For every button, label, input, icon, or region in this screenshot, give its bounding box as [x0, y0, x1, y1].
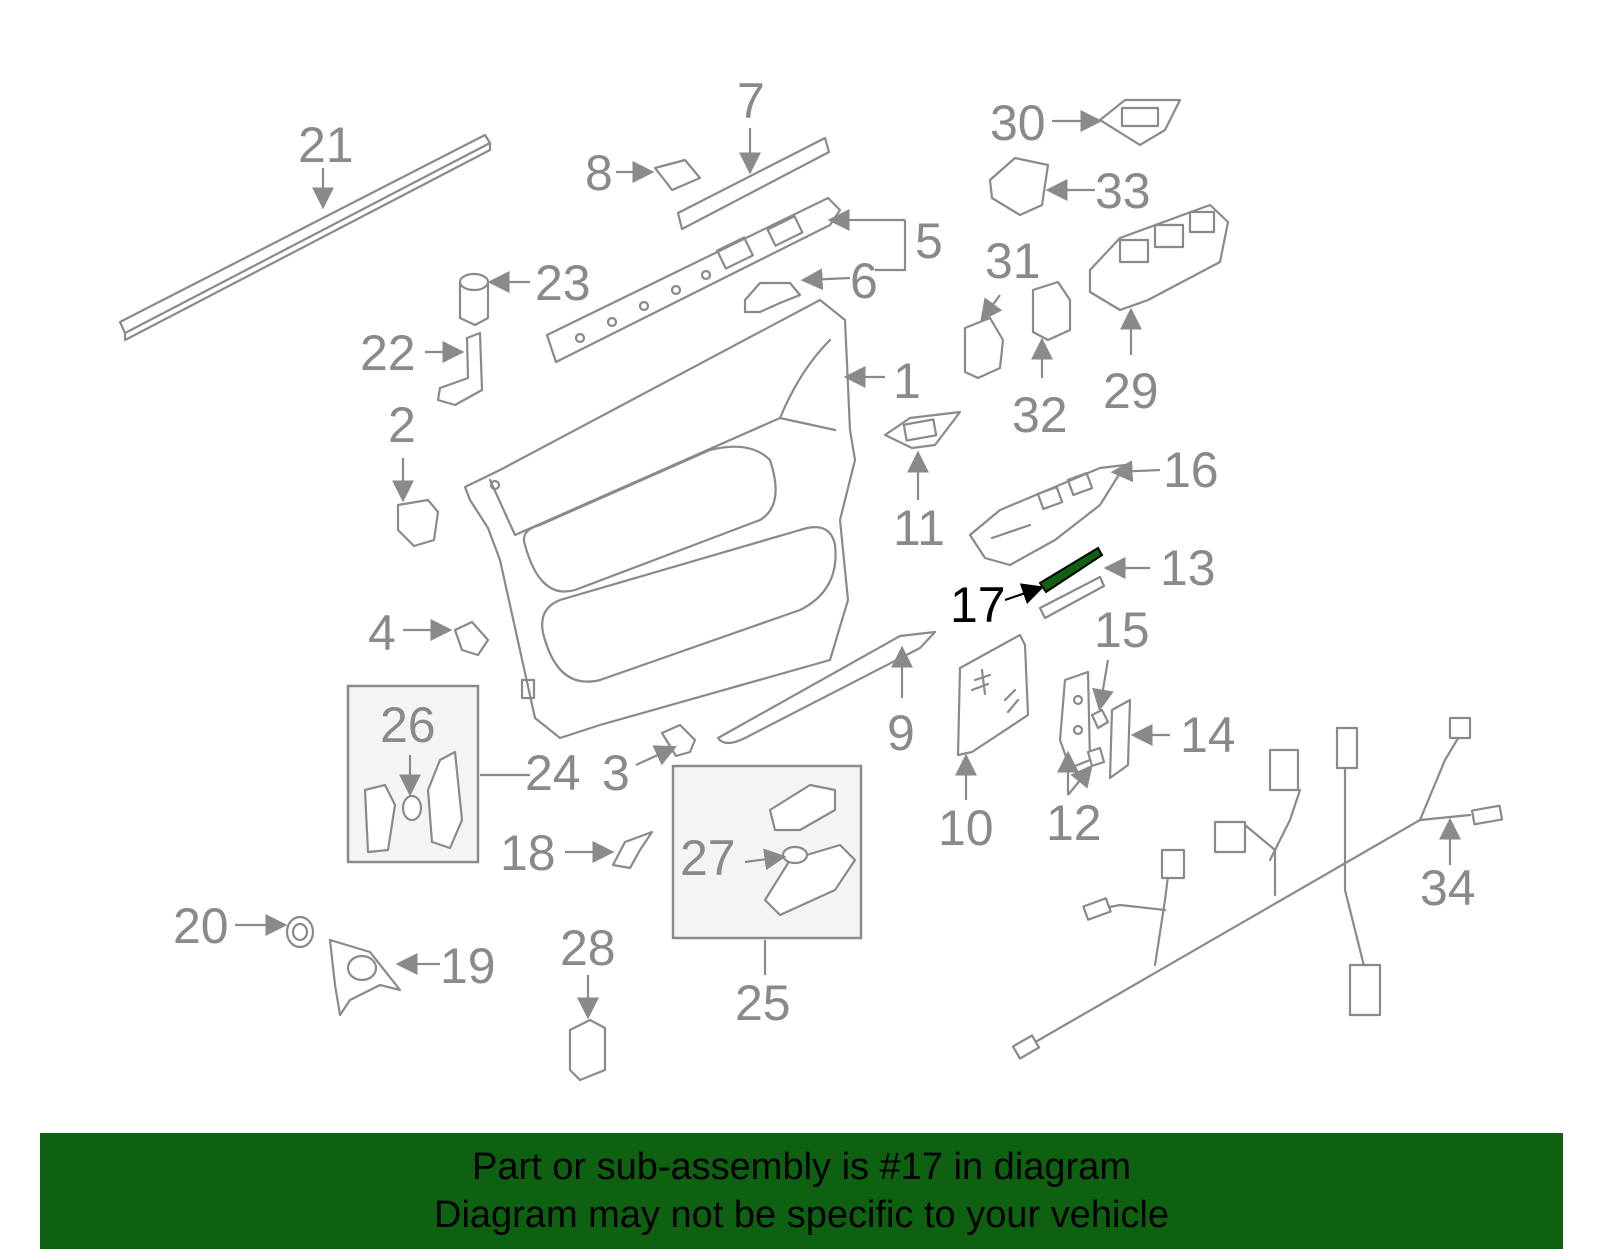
- part-33-switch: [988, 156, 1095, 217]
- part-1-door-trim-panel: [463, 298, 885, 740]
- part-24-box: [346, 684, 530, 864]
- label-19: 19: [440, 938, 496, 994]
- label-18: 18: [500, 825, 556, 881]
- part-25-box: [671, 764, 863, 975]
- part-31-connector: [963, 294, 1005, 380]
- footer-line-1: Part or sub-assembly is #17 in diagram: [472, 1146, 1131, 1188]
- footer-line-2: Diagram may not be specific to your vehi…: [434, 1194, 1169, 1236]
- label-15: 15: [1094, 602, 1150, 658]
- label-2: 2: [388, 397, 416, 453]
- part-5-armrest-trim: [545, 196, 907, 364]
- label-31: 31: [985, 233, 1041, 289]
- label-33: 33: [1095, 163, 1151, 219]
- label-27: 27: [680, 830, 736, 886]
- label-24: 24: [525, 745, 581, 801]
- label-13: 13: [1160, 540, 1216, 596]
- part-10-speaker-grille: [955, 633, 1030, 800]
- label-6: 6: [850, 253, 878, 309]
- label-8: 8: [585, 145, 613, 201]
- label-17: 17: [950, 577, 1006, 633]
- part-30-switch-cap: [1052, 98, 1182, 147]
- label-7: 7: [737, 73, 765, 129]
- label-4: 4: [368, 605, 396, 661]
- label-9: 9: [887, 705, 915, 761]
- part-7-trim-strip: [676, 128, 831, 231]
- label-21: 21: [298, 117, 354, 173]
- label-5: 5: [915, 213, 943, 269]
- label-34: 34: [1420, 860, 1476, 916]
- part-9-pull-handle: [716, 630, 937, 745]
- part-14-strip: [1108, 698, 1170, 780]
- label-12: 12: [1046, 795, 1102, 851]
- part-13-bar: [1038, 557, 1150, 620]
- footer-banner: Part or sub-assembly is #17 in diagram D…: [40, 1133, 1563, 1249]
- label-16: 16: [1163, 442, 1219, 498]
- label-11: 11: [893, 500, 945, 556]
- part-16-switch-housing: [968, 460, 1161, 567]
- part-4-plug: [403, 619, 490, 657]
- label-10: 10: [938, 800, 994, 856]
- label-30: 30: [990, 95, 1046, 151]
- part-11-switch: [883, 410, 962, 500]
- part-22-bracket: [425, 331, 484, 407]
- label-20: 20: [173, 898, 229, 954]
- part-8-bracket: [616, 158, 702, 192]
- label-14: 14: [1180, 707, 1236, 763]
- label-28: 28: [560, 920, 616, 976]
- part-32-connector: [1031, 280, 1072, 378]
- label-32: 32: [1012, 387, 1068, 443]
- part-23-bushing: [458, 271, 530, 327]
- label-1: 1: [893, 353, 921, 409]
- part-17-highlighted: [1004, 546, 1104, 605]
- part-18-trim: [565, 830, 654, 870]
- label-22: 22: [360, 325, 416, 381]
- part-21-belt-molding: [118, 133, 492, 342]
- part-2-clip: [392, 458, 440, 548]
- label-25: 25: [735, 975, 791, 1031]
- label-29: 29: [1103, 363, 1159, 419]
- part-19-cover: [328, 938, 440, 1017]
- label-23: 23: [535, 255, 591, 311]
- part-34-wiring-harness: [1011, 716, 1504, 1060]
- part-28-clip: [568, 975, 607, 1082]
- part-15-screw: [1090, 659, 1114, 730]
- part-6-clip: [743, 268, 851, 314]
- part-20-plug: [235, 914, 315, 949]
- parts-diagram: 21 7 8 5 6 23 22 1 2 4 26 24 3 18 27 25 …: [118, 73, 1504, 1082]
- part-12-bracket: [1057, 670, 1106, 796]
- label-3: 3: [602, 745, 630, 801]
- part-3-screw: [635, 723, 697, 766]
- label-26: 26: [380, 697, 436, 753]
- part-29-window-switch: [1088, 203, 1230, 355]
